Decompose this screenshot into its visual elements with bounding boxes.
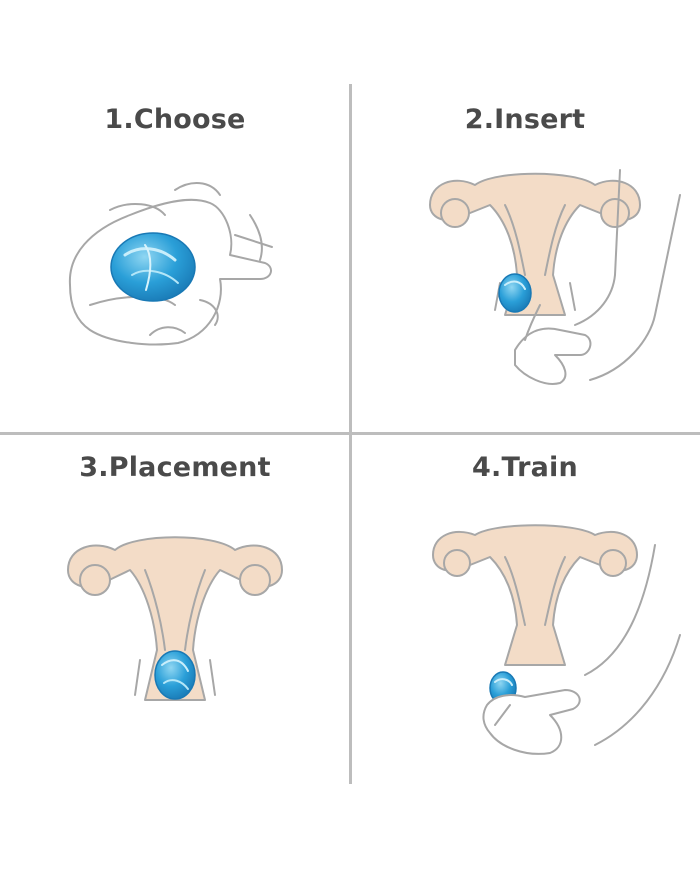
hand-icon: [482, 544, 681, 755]
uterus-icon: [432, 524, 638, 666]
step-2-illustration: [429, 169, 681, 385]
step-3-title: 3.Placement: [79, 452, 271, 483]
uterus-icon: [67, 536, 283, 701]
step-3-illustration: [67, 536, 283, 701]
step-1-illustration: [68, 182, 273, 346]
horizontal-divider: [0, 432, 700, 435]
step-1-title: 1.Choose: [104, 104, 246, 135]
jade-egg-icon: [110, 232, 196, 302]
hand-icon: [514, 169, 681, 385]
jade-egg-icon: [154, 650, 196, 700]
step-4-illustration: [432, 524, 681, 755]
step-4-title: 4.Train: [472, 452, 578, 483]
step-2-title: 2.Insert: [464, 104, 586, 135]
jade-egg-icon: [498, 273, 532, 313]
uterus-icon: [429, 172, 641, 316]
